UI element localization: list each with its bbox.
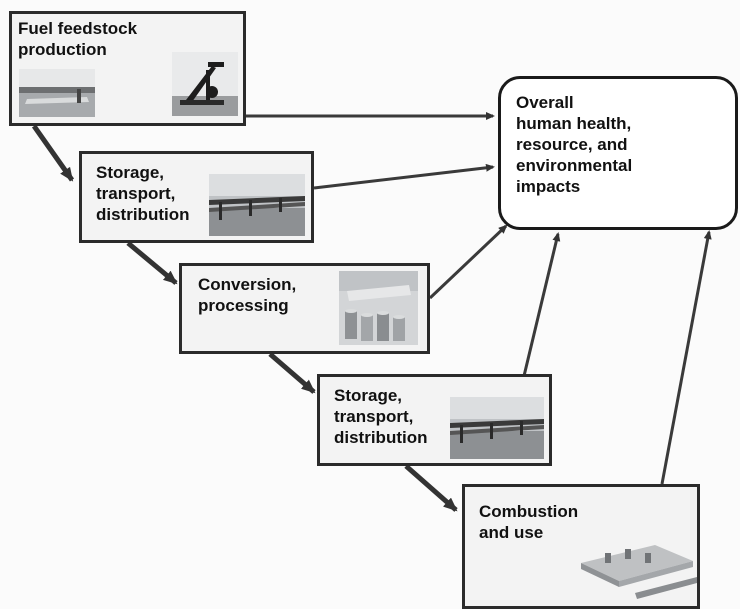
impact-arrow-3: [428, 224, 508, 300]
overall-impacts-box: Overall human health, resource, and envi…: [498, 76, 738, 230]
impact-arrow-2: [313, 163, 495, 190]
water-landscape-photo: [19, 69, 95, 117]
stage-storage-1: Storage, transport, distribution: [79, 151, 314, 243]
chain-arrow-4: [404, 464, 458, 512]
stage-conversion-label: Conversion, processing: [198, 275, 297, 315]
chain-arrow-1: [31, 124, 75, 182]
stage-storage-1-label: Storage, transport, distribution: [96, 163, 190, 224]
overall-impacts-label: Overall human health, resource, and envi…: [516, 93, 633, 196]
stage-combustion-label: Combustion and use: [479, 502, 579, 542]
impact-arrow-5: [660, 230, 712, 485]
pipeline-photo: [450, 397, 544, 459]
stage-feedstock-label: Fuel feedstock production: [18, 19, 138, 59]
chain-arrow-3: [268, 352, 316, 394]
stage-feedstock: Fuel feedstock production: [9, 11, 246, 126]
pipeline-photo: [209, 174, 305, 236]
chain-arrow-2: [126, 241, 178, 285]
engine-plant-photo: [575, 523, 697, 603]
oil-pump-photo: [172, 52, 238, 116]
refinery-tanks-photo: [339, 271, 418, 345]
stage-combustion: Combustion and use: [462, 484, 700, 609]
stage-storage-2: Storage, transport, distribution: [317, 374, 552, 466]
stage-conversion: Conversion, processing: [179, 263, 430, 354]
impact-arrow-4: [522, 232, 561, 377]
stage-storage-2-label: Storage, transport, distribution: [334, 386, 428, 447]
